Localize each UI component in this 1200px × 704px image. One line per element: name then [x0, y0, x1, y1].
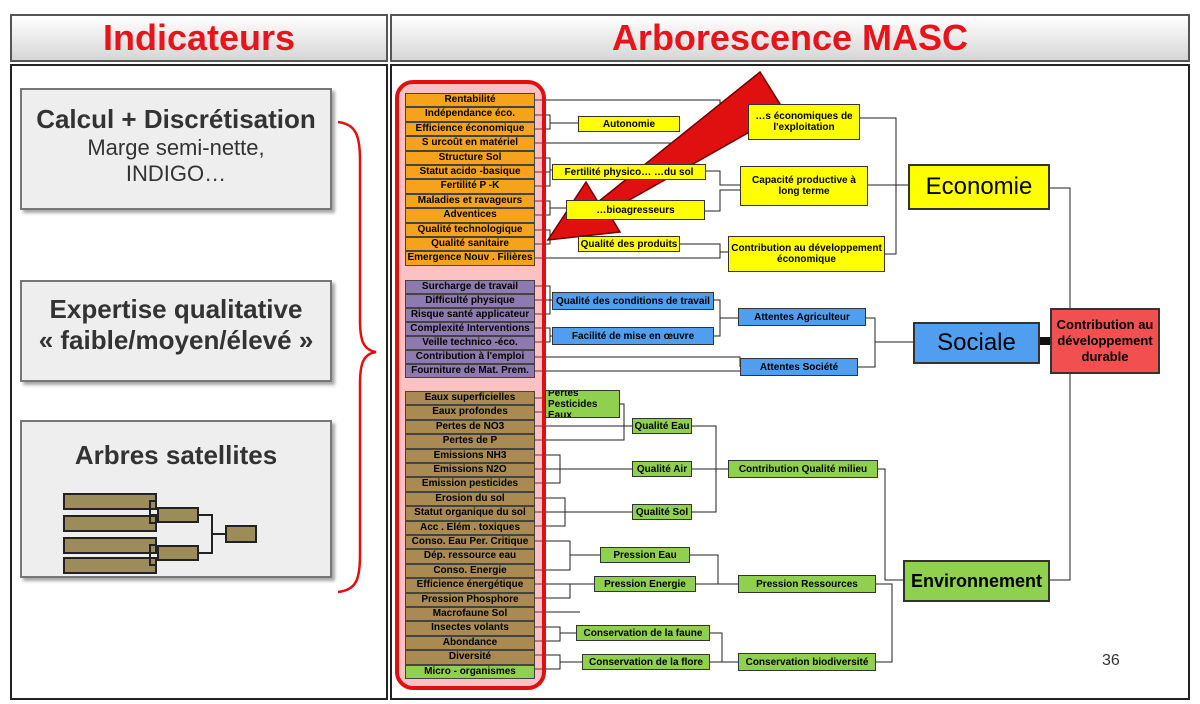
calcul-title: Calcul + Discrétisation — [36, 104, 316, 134]
leaf-social-5: Contribution à l'emploi — [405, 350, 535, 364]
leaf-environmental-16: Insectes volants — [405, 621, 535, 636]
leaf-economic-1: Indépendance éco. — [405, 107, 535, 122]
node-qualite-produits: Qualité des produits — [578, 236, 680, 252]
node-pression-energie: Pression Energie — [594, 576, 696, 592]
node-fertilite: Fertilité physico… …du sol — [552, 164, 706, 180]
calcul-box: Calcul + Discrétisation Marge semi-nette… — [20, 88, 332, 210]
node-capacite-productive: Capacité productive à long terme — [740, 166, 868, 206]
header-arborescence: Arborescence MASC — [390, 14, 1190, 62]
leaf-economic-4: Structure Sol — [405, 150, 535, 165]
leaf-social-3: Complexité Interventions — [405, 322, 535, 336]
red-brace — [337, 120, 377, 594]
node-environnement: Environnement — [903, 560, 1050, 602]
arbres-title: Arbres satellites — [74, 440, 278, 470]
node-qualite-sol: Qualité Sol — [632, 504, 692, 520]
leaf-economic-9: Qualité technologique — [405, 222, 535, 237]
node-resultats-eco: …s économiques de l'exploitation — [748, 104, 860, 140]
root-connector-knob — [1038, 337, 1050, 345]
node-attentes-societe: Attentes Société — [740, 358, 858, 376]
leaf-social-0: Surcharge de travail — [405, 280, 535, 294]
node-pression-eau: Pression Eau — [600, 547, 690, 563]
leaf-economic-10: Qualité sanitaire — [405, 237, 535, 252]
node-contribution-eco: Contribution au développement économique — [728, 236, 885, 272]
expertise-line1: Expertise qualitative — [49, 294, 303, 324]
node-conservation-flore: Conservation de la flore — [582, 654, 710, 670]
leaf-environmental-0: Eaux superficielles — [405, 391, 535, 406]
leaf-environmental-11: Dép. ressource eau — [405, 549, 535, 564]
leaf-environmental-15: Macrofaune Sol — [405, 607, 535, 622]
node-bioagresseurs: …bioagresseurs — [566, 200, 705, 220]
leaf-economic-6: Fertilité P -K — [405, 179, 535, 194]
leaf-environmental-14: Pression Phosphore — [405, 592, 535, 607]
leaf-economic-8: Adventices — [405, 208, 535, 223]
node-pression-ressources: Pression Ressources — [738, 575, 876, 593]
node-pertes-pesticides: Pertes Pesticides Eaux — [545, 390, 620, 418]
leaf-environmental-17: Abondance — [405, 635, 535, 651]
node-conservation-faune: Conservation de la faune — [576, 625, 710, 641]
leaf-social-6: Fourniture de Mat. Prem. — [405, 364, 535, 378]
node-facilite: Facilité de mise en œuvre — [552, 327, 714, 345]
leaf-economic-7: Maladies et ravageurs — [405, 193, 535, 209]
node-conservation-biodiversite: Conservation biodiversité — [738, 653, 876, 671]
leaf-economic-3: S urcoût en matériel — [405, 136, 535, 151]
leaf-economic-0: Rentabilité — [405, 93, 535, 108]
leaf-environmental-19: Micro - organismes — [405, 664, 535, 679]
calcul-line2: INDIGO… — [125, 161, 227, 186]
leaf-social-1: Difficulté physique — [405, 294, 535, 308]
leaf-environmental-18: Diversité — [405, 650, 535, 665]
leaf-environmental-5: Emissions N2O — [405, 463, 535, 478]
node-root-contribution: Contribution au développement durable — [1050, 308, 1160, 374]
leaf-environmental-9: Acc . Elém . toxiques — [405, 520, 535, 535]
leaf-social-4: Veille technico -éco. — [405, 336, 535, 350]
leaf-economic-11: Emergence Nouv . Filières — [405, 251, 535, 266]
node-contribution-milieu: Contribution Qualité milieu — [728, 460, 878, 478]
leaf-environmental-6: Emission pesticides — [405, 477, 535, 492]
leaf-environmental-10: Conso. Eau Per. Critique — [405, 535, 535, 550]
leaf-environmental-2: Pertes de NO3 — [405, 419, 535, 435]
node-qualite-conditions: Qualité des conditions de travail — [552, 292, 714, 310]
leaf-environmental-13: Efficience énergétique — [405, 578, 535, 593]
satellite-tree-icon — [63, 493, 257, 574]
leaf-environmental-8: Statut organique du sol — [405, 506, 535, 521]
header-indicateurs: Indicateurs — [10, 14, 388, 62]
leaf-environmental-7: Erosion du sol — [405, 491, 535, 507]
node-qualite-air: Qualité Air — [632, 461, 692, 477]
node-economie: Economie — [908, 164, 1050, 210]
node-autonomie: Autonomie — [578, 116, 680, 132]
leaf-environmental-3: Pertes de P — [405, 434, 535, 449]
leaf-social-2: Risque santé applicateur — [405, 308, 535, 322]
page-number: 36 — [1102, 652, 1120, 669]
calcul-line1: Marge semi-nette, — [87, 135, 265, 160]
node-qualite-eau: Qualité Eau — [632, 418, 692, 434]
expertise-line2: « faible/moyen/élevé » — [38, 325, 314, 355]
leaf-environmental-12: Conso. Energie — [405, 563, 535, 579]
leaf-environmental-4: Emissions NH3 — [405, 448, 535, 463]
leaf-economic-2: Efficience économique — [405, 121, 535, 137]
node-attentes-agriculteur: Attentes Agriculteur — [738, 308, 866, 326]
node-sociale: Sociale — [913, 322, 1040, 364]
expertise-box: Expertise qualitative « faible/moyen/éle… — [20, 280, 332, 382]
leaf-environmental-1: Eaux profondes — [405, 405, 535, 420]
leaf-economic-5: Statut acido -basique — [405, 165, 535, 180]
